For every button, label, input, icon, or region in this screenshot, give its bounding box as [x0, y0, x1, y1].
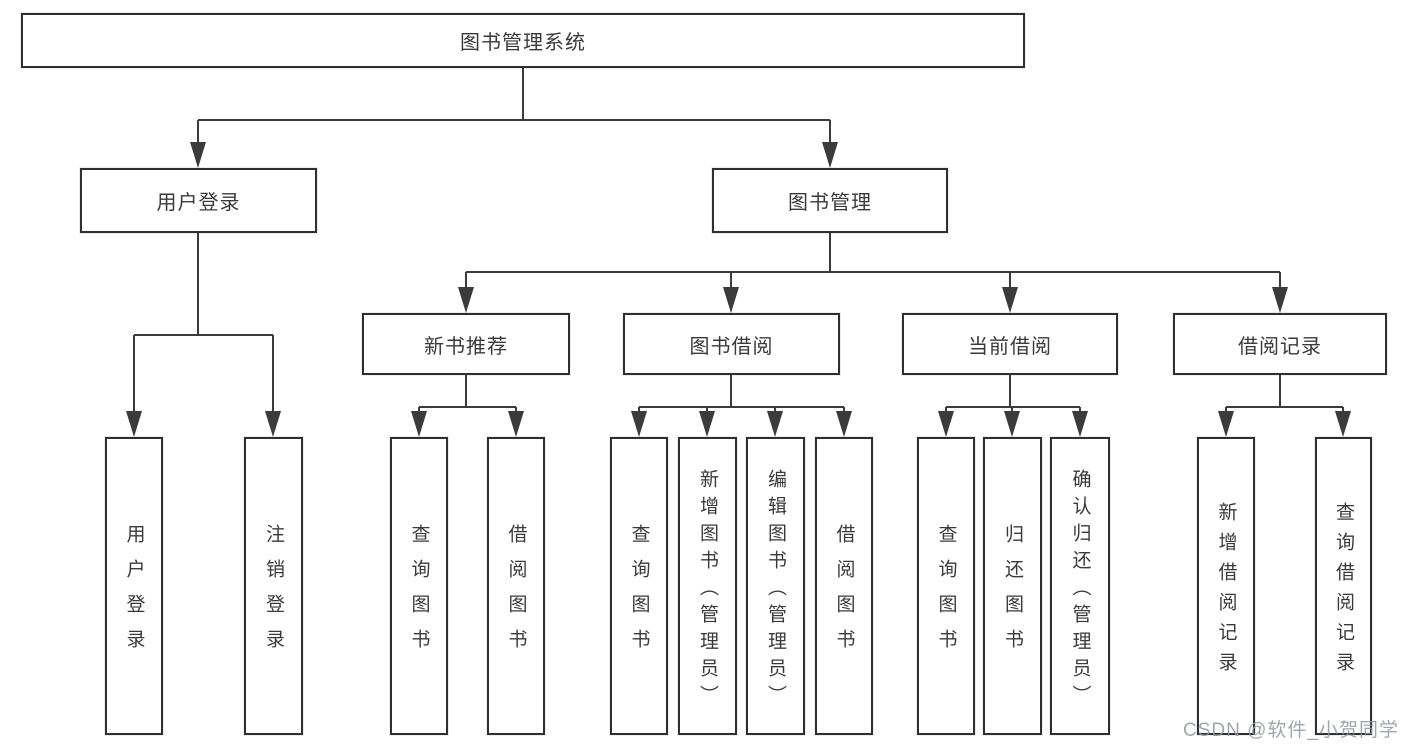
- node-book-management: 图书管理: [712, 168, 948, 233]
- leaf-query-books-3-label: 查询图书: [935, 524, 957, 664]
- leaf-add-book-admin: 新增图书（管理员）: [678, 437, 737, 735]
- leaf-confirm-return-admin: 确认归还（管理员）: [1050, 437, 1110, 735]
- leaf-edit-book-admin-label: 编辑图书（管理员）: [765, 468, 786, 712]
- node-book-management-label: 图书管理: [788, 192, 872, 214]
- leaf-logout: 注销登录: [244, 437, 303, 735]
- leaf-query-books-2: 查询图书: [610, 437, 668, 735]
- leaf-borrow-books-1-label: 借阅图书: [505, 524, 527, 664]
- leaf-user-login: 用户登录: [105, 437, 163, 735]
- leaf-query-borrow-record: 查询借阅记录: [1315, 437, 1372, 735]
- node-book-borrow: 图书借阅: [623, 313, 840, 375]
- leaf-return-book: 归还图书: [983, 437, 1042, 735]
- leaf-query-books-2-label: 查询图书: [628, 524, 650, 664]
- node-borrow-records: 借阅记录: [1173, 313, 1387, 375]
- node-user-login: 用户登录: [80, 168, 317, 233]
- csdn-watermark: CSDN @软件_小贺同学: [1183, 720, 1399, 741]
- node-borrow-records-label: 借阅记录: [1238, 335, 1322, 358]
- leaf-borrow-books-2: 借阅图书: [815, 437, 873, 735]
- leaf-add-borrow-record: 新增借阅记录: [1197, 437, 1255, 735]
- leaf-query-borrow-record-label: 查询借阅记录: [1333, 501, 1354, 682]
- leaf-return-book-label: 归还图书: [1002, 524, 1023, 664]
- node-new-book-recommend: 新书推荐: [362, 313, 570, 375]
- leaf-edit-book-admin: 编辑图书（管理员）: [746, 437, 805, 735]
- leaf-logout-label: 注销登录: [263, 524, 284, 664]
- leaf-borrow-books-2-label: 借阅图书: [833, 524, 855, 664]
- node-root-label: 图书管理系统: [460, 32, 586, 54]
- node-current-borrow-label: 当前借阅: [968, 335, 1052, 358]
- leaf-confirm-return-admin-label: 确认归还（管理员）: [1069, 468, 1091, 712]
- node-user-login-label: 用户登录: [156, 192, 241, 214]
- leaf-query-books-1-label: 查询图书: [408, 524, 430, 664]
- connector-elbows: [133, 68, 1344, 415]
- node-current-borrow: 当前借阅: [902, 313, 1118, 375]
- leaf-query-books-1: 查询图书: [390, 437, 448, 735]
- node-root: 图书管理系统: [21, 13, 1025, 68]
- leaf-user-login-label: 用户登录: [123, 524, 145, 664]
- node-book-borrow-label: 图书借阅: [689, 335, 774, 358]
- leaf-add-book-admin-label: 新增图书（管理员）: [697, 468, 718, 712]
- leaf-borrow-books-1: 借阅图书: [487, 437, 545, 735]
- node-new-book-recommend-label: 新书推荐: [424, 335, 508, 358]
- leaf-query-books-3: 查询图书: [917, 437, 975, 735]
- leaf-add-borrow-record-label: 新增借阅记录: [1215, 501, 1237, 682]
